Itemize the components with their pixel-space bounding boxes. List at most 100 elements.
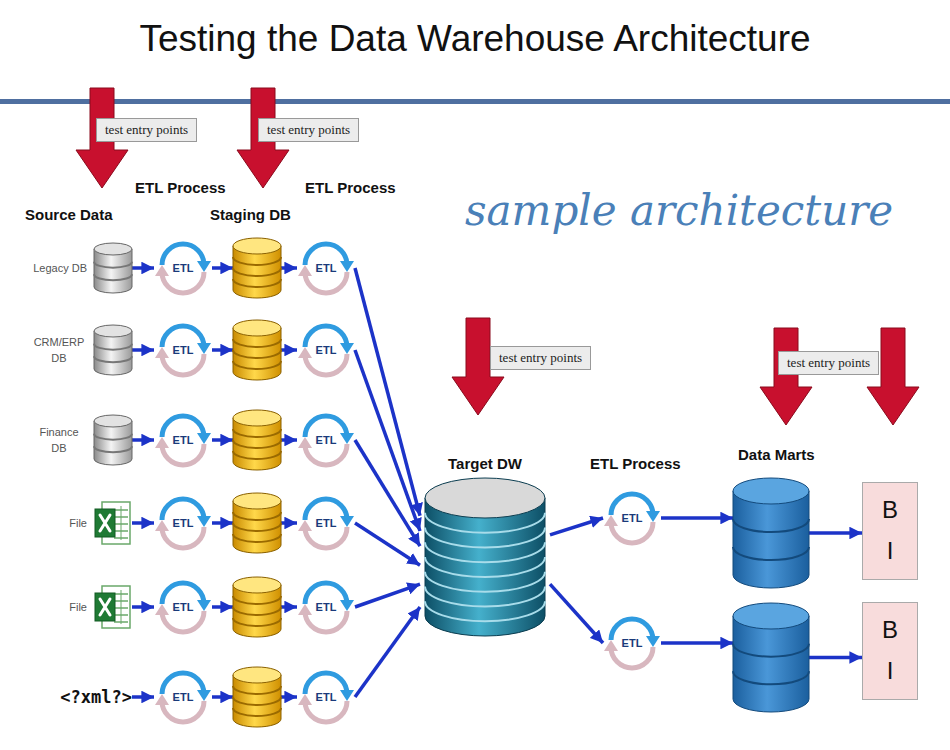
- etl-label: ETL: [316, 691, 337, 703]
- etl-process: ETL: [154, 239, 212, 297]
- data-mart: [733, 478, 809, 588]
- source-system: Finance DB: [10, 410, 132, 470]
- source-system: <?xml?>: [10, 667, 132, 727]
- etl-label: ETL: [316, 344, 337, 356]
- etl-process: ETL: [297, 578, 355, 636]
- mart-cylinder: [733, 478, 809, 588]
- etl-process: ETL: [297, 239, 355, 297]
- flow-arrow: [281, 438, 297, 442]
- source-system: File: [10, 493, 132, 553]
- etl-process: ETL: [297, 321, 355, 379]
- column-heading: ETL Process: [135, 179, 226, 196]
- flow-arrow: [212, 438, 233, 442]
- flow-arrow: [212, 266, 233, 270]
- flow-arrow: [132, 695, 154, 699]
- test-arrow: [760, 328, 812, 425]
- source-icon: [94, 584, 132, 630]
- flow-arrow: [661, 516, 733, 520]
- column-heading: Source Data: [25, 206, 113, 223]
- staging-db: [233, 320, 281, 380]
- column-heading: ETL Process: [305, 179, 396, 196]
- subtitle: sample architecture: [465, 186, 893, 235]
- staging-cylinder: [233, 320, 281, 380]
- flow-arrow: [809, 656, 862, 660]
- title: Testing the Data Warehouse Architecture: [0, 18, 950, 60]
- flow-arrow: [132, 605, 154, 609]
- etl-label: ETL: [173, 262, 194, 274]
- bi-box: B I: [862, 602, 918, 700]
- flow-arrow: [132, 521, 154, 525]
- staging-db: [233, 577, 281, 637]
- spreadsheet-icon: [94, 500, 132, 546]
- staging-db: [233, 667, 281, 727]
- bi-box: B I: [862, 482, 918, 580]
- flow-arrow: [809, 531, 862, 535]
- bi-label: B I: [878, 490, 902, 572]
- flow-arrow: [550, 518, 603, 535]
- source-label: CRM/ERP DB: [31, 334, 87, 367]
- source-label: Legacy DB: [33, 260, 87, 277]
- column-heading: Data Marts: [738, 446, 815, 463]
- data-mart: [733, 603, 809, 712]
- etl-label: ETL: [316, 262, 337, 274]
- etl-label: ETL: [173, 517, 194, 529]
- flow-arrow: [281, 266, 297, 270]
- etl-process: ETL: [154, 668, 212, 726]
- test-entry-label: test entry points: [490, 346, 591, 370]
- staging-cylinder: [233, 238, 281, 298]
- etl-process: ETL: [154, 494, 212, 552]
- test-entry-label: test entry points: [258, 118, 359, 142]
- xml-label: <?xml?>: [60, 687, 132, 707]
- source-icon: [94, 500, 132, 546]
- etl-label: ETL: [173, 601, 194, 613]
- flow-arrow: [355, 350, 420, 531]
- source-icon: [94, 415, 132, 465]
- source-icon: [94, 325, 132, 375]
- staging-cylinder: [233, 577, 281, 637]
- source-system: File: [10, 577, 132, 637]
- test-entry-label: test entry points: [778, 351, 879, 375]
- etl-label: ETL: [173, 691, 194, 703]
- flow-arrow: [212, 348, 233, 352]
- staging-cylinder: [233, 667, 281, 727]
- etl-label: ETL: [316, 434, 337, 446]
- flow-arrow: [355, 584, 420, 607]
- column-heading: Staging DB: [210, 206, 291, 223]
- flow-arrow: [355, 268, 420, 516]
- etl-label: ETL: [173, 344, 194, 356]
- bi-label: B I: [878, 610, 902, 692]
- warehouse-cylinder: [425, 478, 545, 636]
- warehouse-heading: Target DW: [448, 455, 522, 472]
- staging-cylinder: [233, 410, 281, 470]
- etl-process: ETL: [154, 321, 212, 379]
- flow-arrow: [281, 348, 297, 352]
- etl-label: ETL: [173, 434, 194, 446]
- flow-arrow: [212, 521, 233, 525]
- database-cylinder: [94, 243, 132, 293]
- flow-arrow: [212, 605, 233, 609]
- etl-process: ETL: [154, 578, 212, 636]
- staging-db: [233, 238, 281, 298]
- etl-process: ETL: [297, 668, 355, 726]
- source-icon: [94, 243, 132, 293]
- flow-arrow: [281, 605, 297, 609]
- database-cylinder: [94, 415, 132, 465]
- test-entry-label: test entry points: [96, 118, 197, 142]
- etl-label: ETL: [316, 517, 337, 529]
- etl-label: ETL: [622, 512, 643, 524]
- spreadsheet-icon: [94, 584, 132, 630]
- column-heading: ETL Process: [590, 455, 681, 472]
- source-system: CRM/ERP DB: [10, 320, 132, 380]
- data-warehouse: Target DW: [420, 455, 550, 645]
- etl-process: ETL: [603, 489, 661, 547]
- flow-arrow: [661, 641, 733, 645]
- staging-cylinder: [233, 493, 281, 553]
- source-label: Finance DB: [31, 424, 87, 457]
- source-label: File: [69, 515, 87, 532]
- flow-arrow: [355, 607, 420, 697]
- etl-process: ETL: [297, 494, 355, 552]
- flow-arrow: [132, 348, 154, 352]
- flow-arrow: [212, 695, 233, 699]
- flow-arrow: [281, 695, 297, 699]
